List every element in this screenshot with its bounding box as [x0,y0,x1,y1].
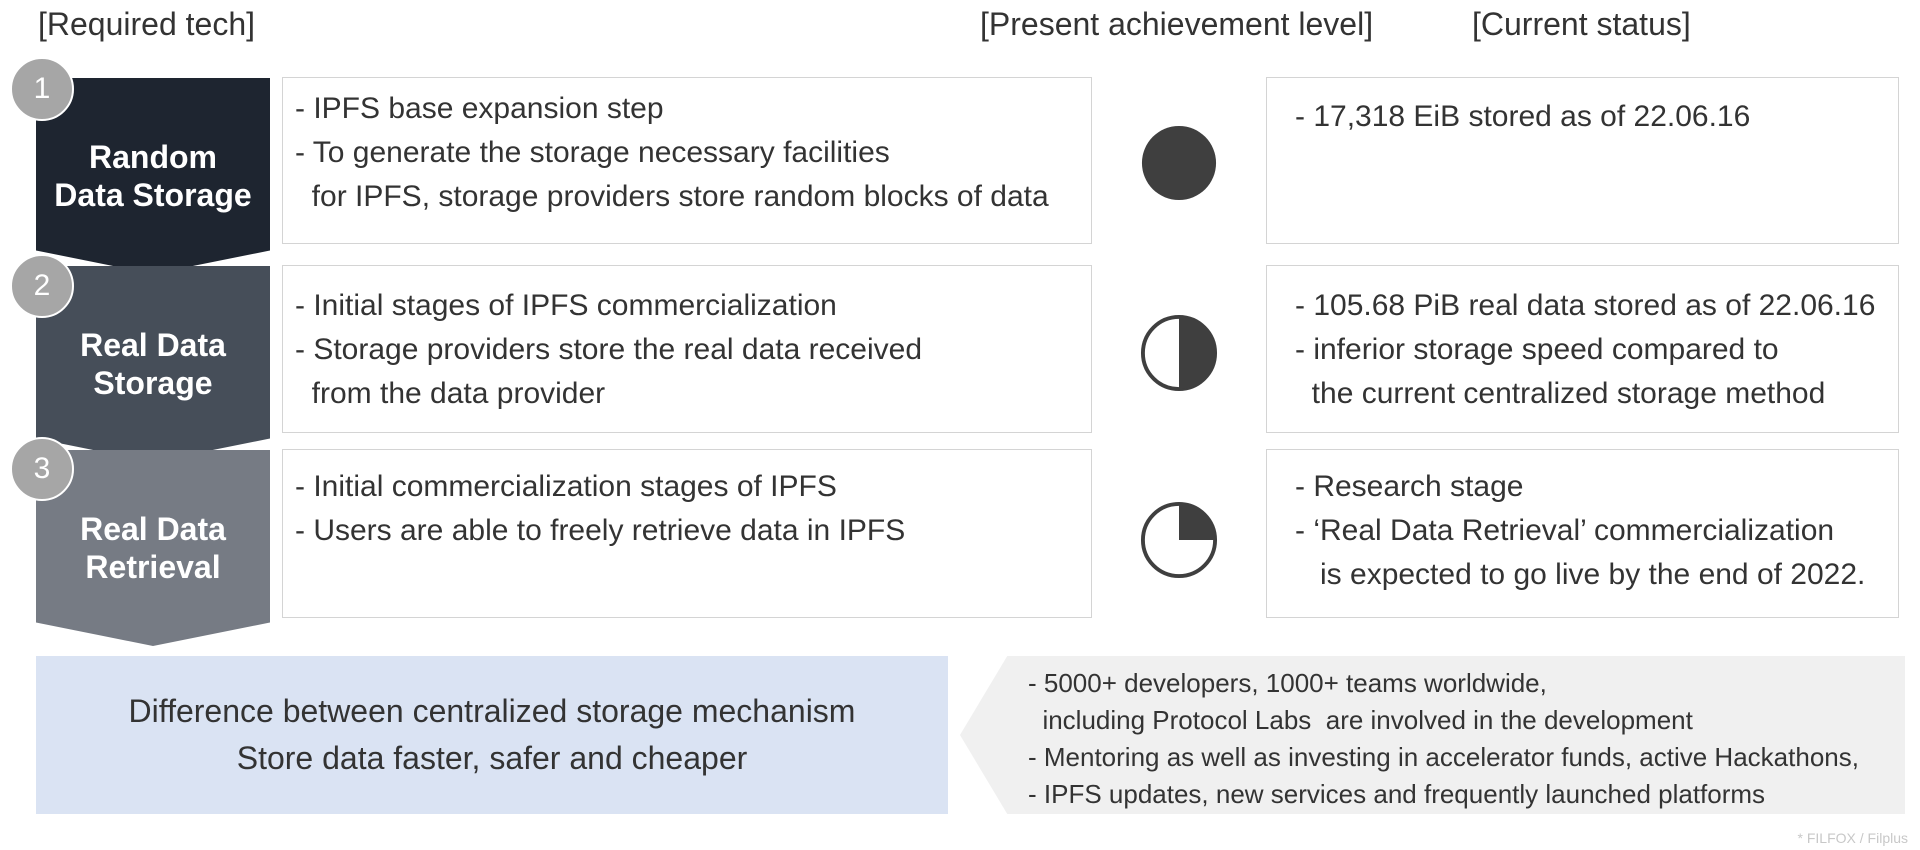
step-3-status-line: - ‘Real Data Retrieval’ commercializatio… [1295,514,1835,547]
step-3-chevron: Real Data Retrieval [36,450,270,646]
indicator-full-fill [1141,125,1217,201]
step-1-description-box: - IPFS base expansion step - To generate… [282,77,1092,244]
source-credit: * FILFOX / Filplus [1797,830,1908,846]
step-2-chevron: Real Data Storage [36,266,270,462]
step-1-chevron: Random Data Storage [36,78,270,274]
step-2-description-line: - Initial stages of IPFS commercializati… [295,289,837,322]
step-1-title: Random Data Storage [54,139,252,213]
current-status-header: [Current status] [1472,6,1691,42]
step-3-description-line: - Initial commercialization stages of IP… [295,470,837,503]
fact-line: - 5000+ developers, 1000+ teams worldwid… [1028,668,1547,698]
step-2-title: Real Data Storage [80,327,226,401]
facts-arrow-panel: - 5000+ developers, 1000+ teams worldwid… [960,656,1905,814]
step-1-status-box: - 17,318 EiB stored as of 22.06.16 [1266,77,1899,244]
achievement-level-header: [Present achievement level] [980,6,1374,42]
summary-line: Store data faster, safer and cheaper [236,740,748,776]
fact-line: - Mentoring as well as investing in acce… [1028,742,1859,772]
step-1-achievement-indicator-icon [1141,125,1217,201]
step-3-description-box: - Initial commercialization stages of IP… [282,449,1092,618]
step-2-number-badge: 2 [10,254,74,318]
step-2-achievement-indicator-icon [1140,314,1218,392]
indicator-half-fill [1179,316,1216,390]
step-2-status-line: the current centralized storage method [1295,377,1826,410]
step-1-description-line: - To generate the storage necessary faci… [295,136,890,169]
summary-panel: Difference between centralized storage m… [36,656,948,814]
step-3-achievement-indicator-icon [1140,501,1218,579]
indicator-quarter-fill [1179,503,1216,540]
step-1-description-line: - IPFS base expansion step [295,92,664,125]
step-2-description-line: - Storage providers store the real data … [295,333,922,366]
step-3-status-box: - Research stage - ‘Real Data Retrieval’… [1266,449,1899,618]
required-tech-header: [Required tech] [38,6,256,42]
step-1-status-line: - 17,318 EiB stored as of 22.06.16 [1295,100,1751,133]
step-1-number-badge: 1 [10,57,74,121]
step-1-description-line: for IPFS, storage providers store random… [295,180,1049,213]
step-2-status-line: - 105.68 PiB real data stored as of 22.0… [1295,289,1876,322]
step-3-number-badge: 3 [10,437,74,501]
step-3-title: Real Data Retrieval [80,511,226,585]
fact-line: including Protocol Labs are involved in … [1028,705,1693,735]
fact-line: - IPFS updates, new services and frequen… [1028,779,1766,809]
summary-line: Difference between centralized storage m… [128,693,856,729]
step-2-status-box: - 105.68 PiB real data stored as of 22.0… [1266,265,1899,433]
step-3-status-line: - Research stage [1295,470,1524,503]
step-3-description-line: - Users are able to freely retrieve data… [295,514,906,547]
step-2-status-line: - inferior storage speed compared to [1295,333,1779,366]
step-3-status-line: is expected to go live by the end of 202… [1295,558,1866,591]
step-2-description-box: - Initial stages of IPFS commercializati… [282,265,1092,433]
step-2-description-line: from the data provider [295,377,606,410]
